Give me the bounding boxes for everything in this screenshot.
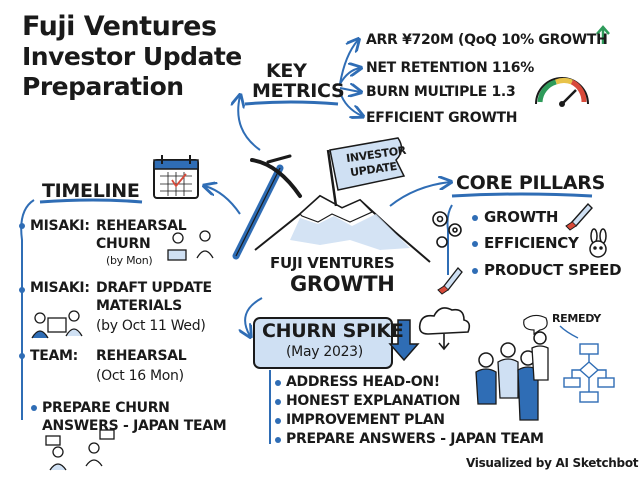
title-line-3: Preparation — [22, 72, 184, 101]
key-metrics-heading-2: METRICS — [252, 80, 345, 102]
gears-icon — [432, 211, 462, 248]
growth-up-arrow-icon — [596, 25, 610, 44]
timeline-underline — [39, 198, 143, 204]
churn-spike-heading: CHURN SPIKE — [262, 320, 404, 342]
key-metrics-underline — [244, 100, 339, 106]
timeline-heading: TIMELINE — [42, 180, 140, 202]
pillars-bracket — [446, 204, 453, 275]
timeline-3-line1: REHEARSAL — [96, 348, 187, 364]
rocket-small-icon — [437, 267, 463, 295]
pillar-efficiency: EFFICIENCY — [484, 234, 579, 252]
metric-net-retention: NET RETENTION 116% — [366, 60, 534, 76]
rabbit-icon — [589, 228, 607, 258]
drafting-people-icon — [31, 310, 83, 339]
timeline-2-who: MISAKI: — [30, 280, 90, 296]
rocket-icon — [565, 202, 593, 231]
center-label-1: FUJI VENTURES — [270, 254, 395, 272]
churn-item-2: HONEST EXPLANATION — [286, 393, 461, 409]
timeline-4-line2: ANSWERS - JAPAN TEAM — [42, 418, 227, 434]
answers-people-icon — [45, 429, 115, 471]
churn-spike-box — [253, 317, 420, 369]
timeline-2-line1: DRAFT UPDATE — [96, 280, 212, 296]
ice-axe-icon — [232, 154, 302, 260]
timeline-2-line3: (by Oct 11 Wed) — [96, 318, 206, 334]
investor-update-flag — [326, 137, 406, 207]
team-people-illustration — [475, 314, 549, 421]
timeline-1-line2: CHURN — [96, 236, 151, 252]
page-title: Fuji Ventures Investor Update Preparatio… — [22, 12, 262, 102]
timeline-1-line1: REHEARSAL — [96, 218, 187, 234]
churn-item-4: PREPARE ANSWERS - JAPAN TEAM — [286, 431, 544, 447]
credit-text: Visualized by AI Sketchbot — [466, 456, 639, 470]
timeline-1-line3: (by Mon) — [106, 254, 153, 267]
title-line-2: Investor Update — [22, 42, 242, 71]
timeline-2-line2: MATERIALS — [96, 298, 182, 314]
churn-spike-date: (May 2023) — [286, 344, 363, 360]
churn-item-3: IMPROVEMENT PLAN — [286, 412, 445, 428]
cloud-download-icon — [418, 307, 471, 351]
churn-item-1: ADDRESS HEAD-ON! — [286, 374, 440, 390]
calendar-icon — [153, 155, 199, 199]
key-metrics-heading-1: KEY — [266, 60, 307, 82]
metric-burn-multiple: BURN MULTIPLE 1.3 — [366, 84, 516, 100]
timeline-4-line1: PREPARE CHURN — [42, 400, 170, 416]
center-label-2: GROWTH — [290, 272, 395, 296]
rehearsal-people-icon — [167, 230, 214, 261]
pillar-product-speed: PRODUCT SPEED — [484, 261, 622, 279]
timeline-3-who: TEAM: — [30, 348, 78, 364]
timeline-1-who: MISAKI: — [30, 218, 90, 234]
mountain-illustration — [254, 194, 431, 263]
bullet-dots — [19, 215, 478, 443]
timeline-3-line2: (Oct 16 Mon) — [96, 368, 184, 384]
gauge-icon — [535, 77, 589, 107]
timeline-bracket — [20, 199, 35, 420]
remedy-label: REMEDY — [552, 312, 601, 325]
core-pillars-heading: CORE PILLARS — [456, 172, 605, 194]
pillar-growth: GROWTH — [484, 208, 559, 226]
core-pillars-underline — [451, 192, 593, 198]
title-line-1: Fuji Ventures — [22, 11, 217, 42]
metric-arr: ARR ¥720M (QoQ 10% GROWTH — [366, 32, 608, 48]
branch-arrows — [205, 40, 450, 336]
remedy-flowchart-icon — [559, 325, 615, 403]
metric-efficient-growth: EFFICIENT GROWTH — [366, 110, 518, 126]
